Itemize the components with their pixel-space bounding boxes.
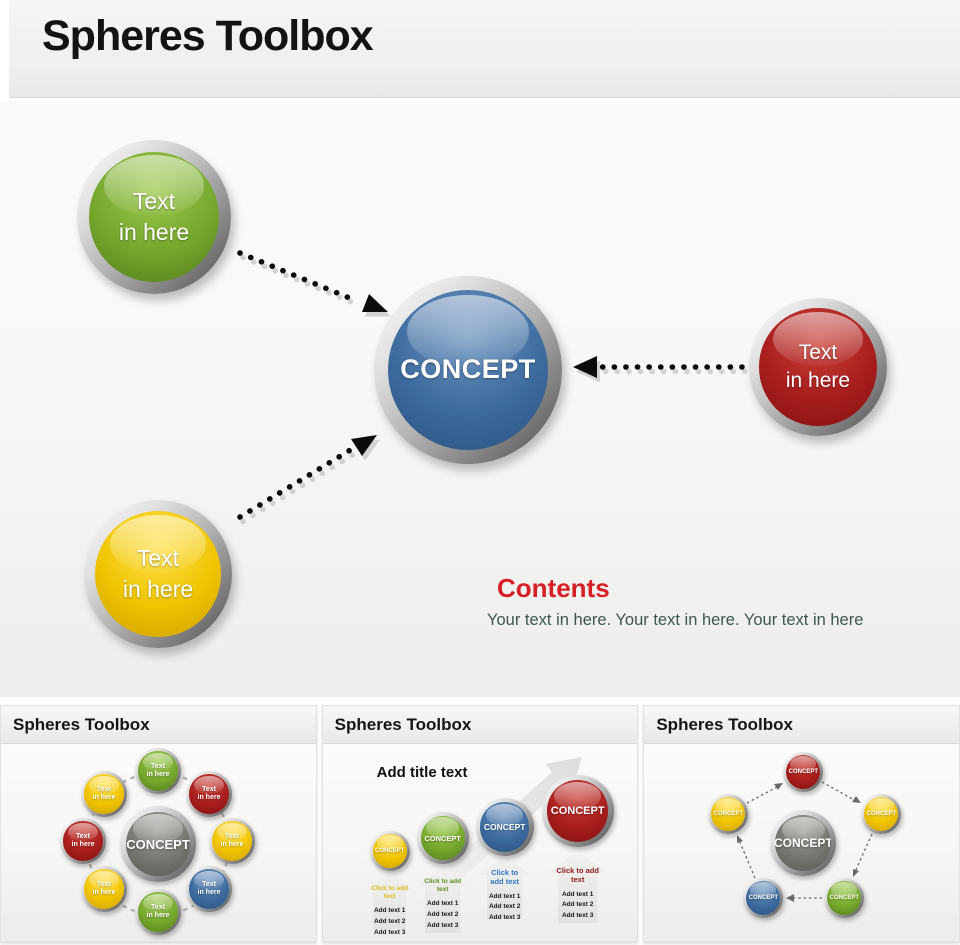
add-text-list: Add text 1 Add text 2 Add text 3: [549, 890, 607, 922]
ring-sphere-right-yellow: Text in here: [209, 818, 255, 864]
ring-sphere-label: Text in here: [71, 832, 95, 848]
add-text-item: Add text 3: [561, 912, 594, 920]
step-sphere-label: CONCEPT: [550, 805, 605, 817]
thumbnail-row: Spheres Toolbox Text in here Text in her…: [0, 705, 960, 942]
green-sphere-label: Text in here: [118, 187, 190, 245]
arrowhead-red: [573, 356, 597, 378]
step-sphere-red: CONCEPT: [541, 775, 614, 847]
thumb1-title: Spheres Toolbox: [1, 706, 316, 744]
ring-sphere-topright-red: Text in here: [186, 771, 232, 817]
thumbnail-ring-layout[interactable]: Spheres Toolbox Text in here Text in her…: [0, 705, 317, 942]
arrow-green-to-concept: [237, 250, 355, 302]
slide-title: Spheres Toolbox: [42, 12, 374, 60]
add-text-item: Add text 3: [373, 928, 406, 936]
ring-sphere-topleft-yellow: Text in here: [81, 771, 127, 817]
add-title-text: Add title text: [376, 764, 468, 781]
add-text-item: Add text 1: [373, 907, 406, 915]
cycle-sphere-label: CONCEPT: [713, 811, 744, 817]
ring-sphere-label: Text in here: [197, 880, 221, 896]
add-text-list: Add text 1 Add text 2 Add text 3: [366, 906, 414, 938]
cycle-sphere-label: CONCEPT: [866, 811, 897, 817]
ring-sphere-label: Text in here: [92, 785, 116, 801]
cycle-center-label: CONCEPT: [775, 836, 832, 850]
cycle-sphere-bottomleft-blue: CONCEPT: [743, 878, 784, 918]
add-text-list: Add text 1 Add text 2 Add text 3: [417, 899, 469, 931]
click-to-add-label: Click to add text: [556, 866, 599, 885]
ring-sphere-label: Text in here: [197, 785, 221, 801]
ring-sphere-label: Text in here: [146, 903, 170, 919]
thumbnail-pentagon-layout[interactable]: Spheres Toolbox CON: [643, 705, 960, 942]
cycle-sphere-label: CONCEPT: [788, 769, 819, 775]
click-to-add-label: Click to add text: [371, 885, 409, 901]
add-text-item: Add text 2: [561, 901, 594, 909]
thumb1-body: Text in here Text in here Text in here T…: [1, 744, 316, 941]
step-column-2: Click to add text Add text 1 Add text 2 …: [416, 866, 469, 933]
cycle-sphere-label: CONCEPT: [748, 895, 779, 901]
step-sphere-green: CONCEPT: [416, 812, 469, 864]
ring-sphere-top-green: Text in here: [135, 748, 181, 794]
cycle-center-sphere: CONCEPT: [770, 810, 837, 876]
step-sphere-blue: CONCEPT: [475, 798, 534, 856]
thumb3-title: Spheres Toolbox: [644, 706, 960, 744]
add-text-item: Add text 1: [488, 892, 521, 900]
add-text-item: Add text 3: [488, 914, 521, 922]
thumb3-body: CONCEPT CONCEPT CONCEPT CONCEPT CONCEPT …: [644, 744, 959, 941]
yellow-sphere: Text in here: [84, 500, 232, 648]
ring-sphere-label: Text in here: [220, 832, 244, 848]
yellow-sphere-face: Text in here: [95, 511, 221, 637]
concept-sphere: CONCEPT: [374, 276, 562, 464]
concept-sphere-face: CONCEPT: [388, 290, 548, 450]
cycle-sphere-right-yellow: CONCEPT: [861, 794, 902, 834]
ring-sphere-bottom-green: Text in here: [135, 889, 181, 935]
slide-title-bar: [0, 0, 960, 101]
add-text-item: Add text 2: [488, 903, 521, 911]
ring-center-sphere: CONCEPT: [120, 806, 196, 882]
main-slide: Spheres Toolbox Text in here CONCEPT Tex…: [0, 0, 960, 697]
add-text-item: Add text 1: [561, 890, 594, 898]
ring-sphere-left-red: Text in here: [60, 818, 106, 864]
step-sphere-label: CONCEPT: [424, 833, 461, 843]
step-sphere-label: CONCEPT: [483, 821, 526, 832]
step-column-1: Click to add text Add text 1 Add text 2 …: [365, 873, 414, 936]
ring-center-label: CONCEPT: [126, 836, 190, 852]
contents-heading: Contents: [497, 573, 610, 603]
red-sphere-label: Text in here: [785, 340, 851, 392]
add-text-item: Add text 2: [373, 917, 406, 925]
thumb2-title: Spheres Toolbox: [322, 706, 638, 744]
cycle-sphere-label: CONCEPT: [829, 895, 860, 901]
red-sphere-face: Text in here: [759, 308, 877, 426]
cycle-sphere-bottomright-green: CONCEPT: [824, 878, 865, 918]
arrow-yellow-to-concept: [237, 446, 355, 520]
yellow-sphere-label: Text in here: [122, 544, 194, 602]
left-edge-strip: [0, 0, 9, 98]
thumb2-body: Add title text Click to add text Add tex…: [323, 744, 638, 941]
add-text-list: Add text 1 Add text 2 Add text 3: [479, 892, 531, 924]
arrowhead-yellow: [351, 435, 377, 456]
add-text-item: Add text 1: [426, 900, 459, 908]
add-text-item: Add text 2: [426, 910, 459, 918]
red-sphere: Text in here: [749, 298, 887, 436]
green-sphere-face: Text in here: [88, 151, 220, 283]
cycle-sphere-left-yellow: CONCEPT: [708, 794, 749, 834]
concept-sphere-label: CONCEPT: [400, 354, 536, 385]
ring-sphere-bottomright-blue: Text in here: [186, 866, 232, 912]
contents-block: Contents Your text in here. Your text in…: [487, 573, 917, 630]
step-sphere-label: CONCEPT: [375, 848, 405, 854]
green-sphere: Text in here: [77, 140, 231, 294]
cycle-sphere-top-red: CONCEPT: [783, 752, 824, 792]
add-text-item: Add text 3: [426, 921, 459, 929]
click-to-add-label: Click to add text: [490, 868, 520, 887]
thumbnail-ascending-layout[interactable]: Spheres Toolbox Add title text Click to …: [321, 705, 639, 942]
step-sphere-yellow: CONCEPT: [369, 831, 410, 871]
step-column-3: Click to add text Add text 1 Add text 2 …: [478, 856, 531, 921]
ring-sphere-label: Text in here: [146, 762, 170, 778]
ring-sphere-bottomleft-yellow: Text in here: [81, 866, 127, 912]
ring-sphere-label: Text in here: [92, 880, 116, 896]
arrowhead-green: [362, 294, 388, 312]
contents-body: Your text in here. Your text in here. Yo…: [487, 611, 864, 629]
step-column-4: Click to add text Add text 1 Add text 2 …: [548, 851, 607, 923]
click-to-add-label: Click to add text: [424, 878, 462, 894]
